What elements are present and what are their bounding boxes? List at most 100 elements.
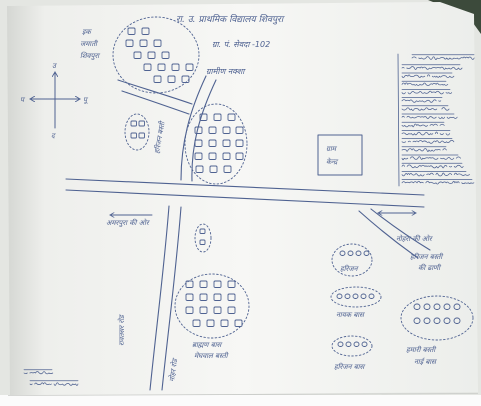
house-marker [199, 113, 208, 121]
house-marker [194, 152, 203, 160]
legend-line-handwriting [401, 130, 451, 136]
paper-sheet [7, 2, 478, 396]
east-road-edge-a [358, 210, 419, 259]
background-corner [428, 0, 481, 34]
map-subtitle: ग्रा. पं. सेवदा -102 [212, 39, 270, 49]
house-marker [227, 293, 236, 301]
signature-line-1 [23, 369, 54, 375]
house-marker [363, 250, 370, 256]
legend-line-handwriting [401, 138, 455, 144]
north-road-west-edge [180, 75, 207, 181]
house-marker [423, 317, 431, 324]
house-marker [235, 139, 244, 147]
house-markers [125, 27, 461, 347]
legend-line-handwriting [401, 80, 449, 86]
paper-edge-line [7, 393, 479, 396]
house-marker [345, 341, 352, 347]
house-marker [220, 319, 229, 327]
village-center-label-2: केन्द्र [326, 157, 339, 166]
compass-south-label: द [51, 132, 56, 140]
label-east-d: हरिजन बास [334, 362, 366, 371]
village-center-box [317, 134, 363, 176]
house-marker [344, 293, 351, 299]
house-marker [413, 317, 421, 324]
house-marker [206, 319, 215, 327]
legend-line-handwriting [401, 97, 443, 103]
settlement-outline-east-a [331, 243, 373, 277]
house-marker [222, 139, 231, 147]
settlement-outline-east-c [400, 295, 474, 341]
house-marker [185, 63, 194, 71]
legend-line-handwriting [401, 113, 458, 120]
house-marker [194, 139, 203, 147]
house-marker [147, 51, 156, 59]
house-marker [235, 152, 244, 160]
house-marker [213, 306, 222, 314]
house-marker [352, 293, 359, 299]
house-marker [208, 126, 217, 134]
settlement-outline-east-b [330, 286, 382, 308]
author-signature [23, 369, 79, 386]
house-marker [199, 280, 208, 288]
house-marker [185, 293, 194, 301]
legend-line-handwriting [401, 146, 447, 152]
paper-underlay-strip [0, 395, 481, 406]
map-heading: ग्रामीण नक्शा [206, 66, 246, 76]
house-marker [153, 39, 162, 47]
label-east-c-1: हमारी बस्ती [406, 345, 436, 354]
legend-line-handwriting [401, 89, 453, 95]
legend-line-handwriting [401, 105, 450, 111]
northwest-road-edge-a [117, 79, 193, 105]
house-marker [208, 139, 217, 147]
main-road-north-edge [65, 178, 425, 196]
east-road-edge-b [370, 208, 431, 251]
label-east-top-1: हरिजन बस्ती [410, 252, 443, 261]
south-road-east-edge [161, 206, 182, 391]
house-marker [443, 303, 451, 310]
house-marker [223, 165, 232, 173]
settlement-outline-center [184, 103, 248, 185]
legend-line-handwriting [401, 179, 475, 185]
legend-line-handwriting [401, 64, 463, 70]
label-east-c-2: नाई बास [414, 357, 437, 366]
house-marker [153, 75, 162, 83]
settlement-outlines [112, 16, 474, 357]
house-marker [361, 341, 368, 347]
house-marker [423, 303, 431, 310]
house-marker [161, 51, 170, 59]
label-top-left-3: शिवपुरा [80, 51, 100, 60]
legend-line-handwriting [401, 171, 470, 177]
label-road-west: अमरपुरा की ओर [106, 218, 151, 227]
label-bottom-cluster-1: ब्राह्मण बास [192, 341, 223, 349]
house-marker [413, 303, 421, 310]
legend-heading-handwriting [411, 54, 475, 60]
label-road-south-right: नोहर रोड [167, 357, 179, 382]
label-road-south-left: रावतसर रोड [117, 314, 126, 346]
house-marker [130, 120, 137, 127]
house-marker [192, 319, 201, 327]
house-marker [347, 250, 354, 256]
house-marker [213, 293, 222, 301]
house-marker [130, 132, 137, 139]
settlement-outline-south [174, 273, 250, 339]
south-road-west-edge [149, 205, 170, 391]
house-marker [234, 319, 243, 327]
legend-line-handwriting [401, 121, 445, 128]
house-marker [355, 250, 362, 256]
label-east-a: हरिजन [340, 264, 360, 273]
settlement-outline-northwest [112, 16, 200, 94]
house-marker [139, 39, 148, 47]
house-marker [339, 250, 346, 256]
house-marker [443, 317, 451, 324]
legend-line-handwriting [401, 72, 455, 79]
main-road-south-edge [65, 189, 425, 208]
house-marker [143, 63, 152, 71]
house-marker [433, 303, 441, 310]
label-east-top-2: की ढाणी [418, 263, 441, 272]
house-marker [138, 120, 145, 127]
compass-west-label: प [20, 96, 26, 104]
house-marker [213, 280, 222, 288]
compass-east-label: पू [83, 96, 89, 104]
house-marker [185, 306, 194, 314]
